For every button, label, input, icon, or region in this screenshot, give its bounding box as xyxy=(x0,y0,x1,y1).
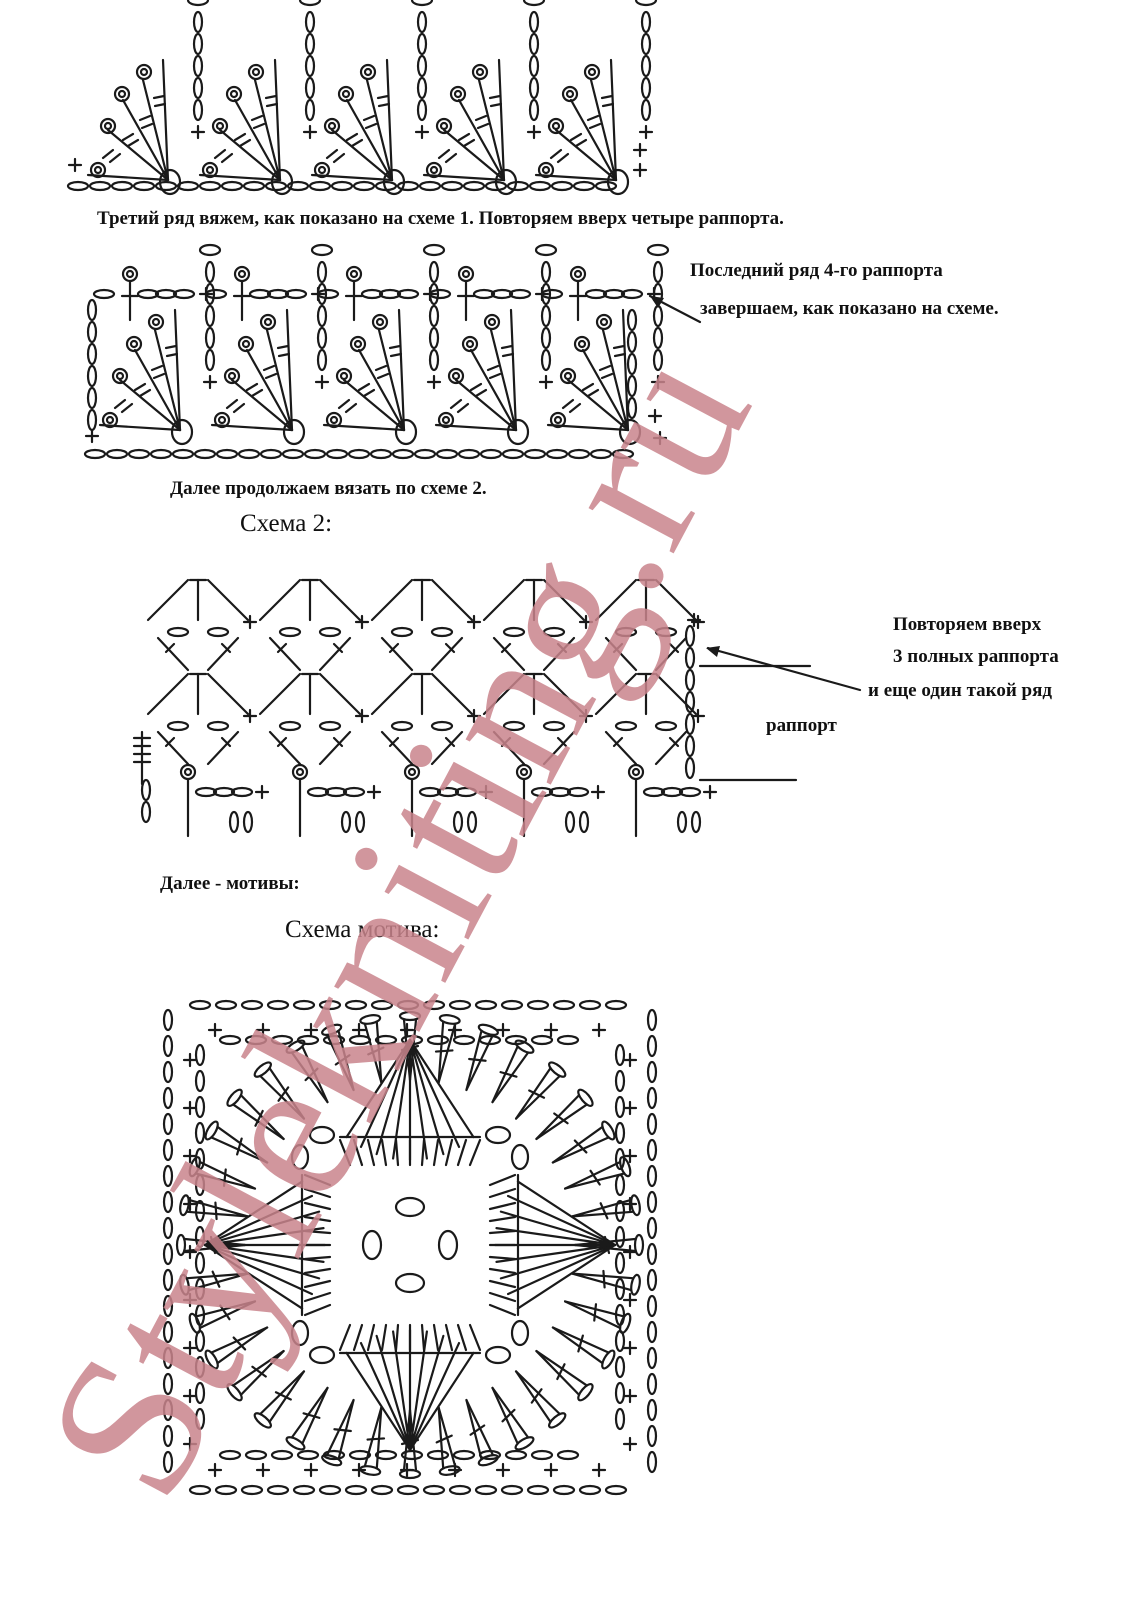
repeat-note-line1: Повторяем вверх xyxy=(893,614,1042,635)
motif-diagram xyxy=(162,999,658,1496)
motif-title: Схема мотива: xyxy=(285,916,440,943)
row3-note: Третий ряд вяжем, как показано на схеме … xyxy=(97,208,784,229)
continue-note: Далее продолжаем вязать по схеме 2. xyxy=(170,478,487,499)
last-row-note-line2: завершаем, как показано на схеме. xyxy=(700,298,999,319)
repeat-note-line2: 3 полных раппорта xyxy=(893,646,1059,667)
rapport-label: раппорт xyxy=(766,715,837,736)
last-row-note-line1: Последний ряд 4-го раппорта xyxy=(690,260,943,281)
scheme1-bottom xyxy=(83,245,702,460)
scheme1-top xyxy=(66,0,656,194)
scheme2-title: Схема 2: xyxy=(240,510,333,537)
repeat-note-line3: и еще один такой ряд xyxy=(868,680,1052,701)
scheme2 xyxy=(132,580,862,838)
motifs-note: Далее - мотивы: xyxy=(160,873,300,894)
